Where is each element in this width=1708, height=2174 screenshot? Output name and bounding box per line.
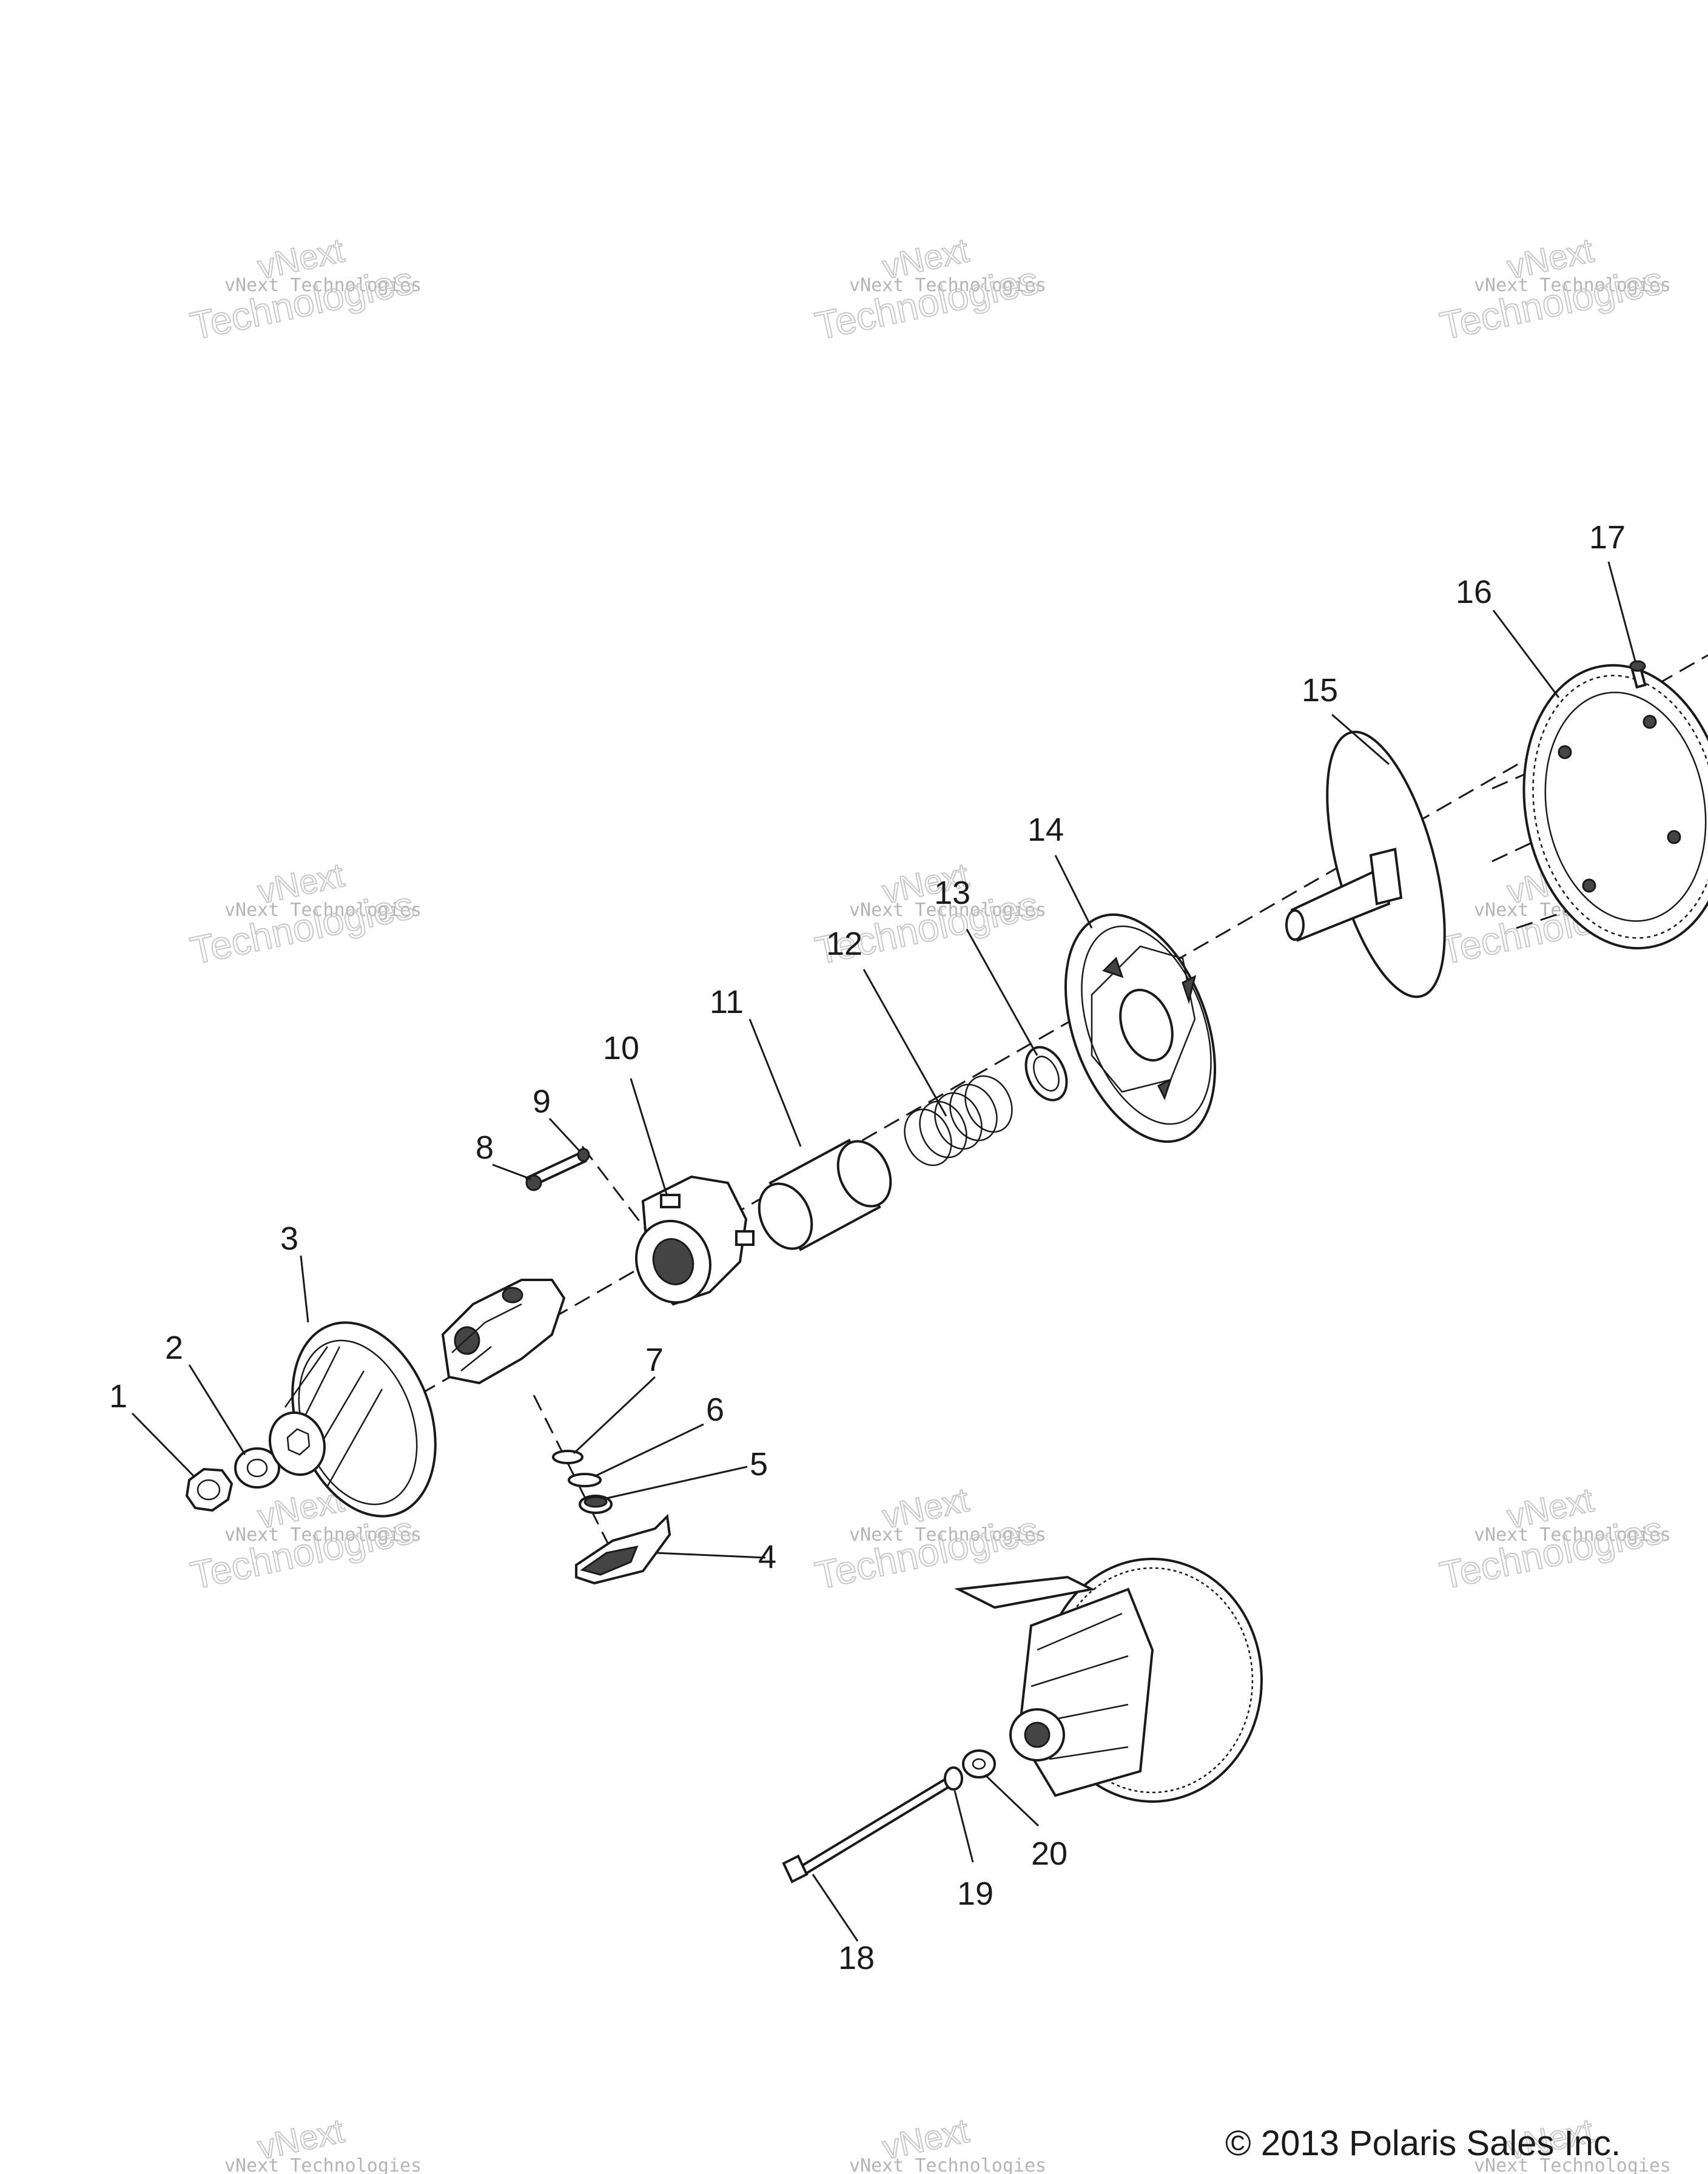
watermark: vNext vNext Technologies Technologies xyxy=(811,1479,1046,1598)
callout-10: 10 xyxy=(603,1030,639,1066)
svg-text:vNext Technologies: vNext Technologies xyxy=(1474,1524,1671,1546)
svg-text:vNext Technologies: vNext Technologies xyxy=(849,900,1046,921)
part-2-washer xyxy=(234,1447,280,1489)
callout-11: 11 xyxy=(710,984,744,1020)
part-10-hub xyxy=(635,1175,755,1306)
part-14-fixed-sheave xyxy=(1064,913,1217,1143)
assembled-clutch xyxy=(954,1558,1263,1803)
part-8-bolt xyxy=(525,1151,588,1191)
part-19-lock-washer xyxy=(944,1766,963,1791)
callout-16: 16 xyxy=(1456,574,1492,610)
callout-9: 9 xyxy=(533,1083,551,1120)
callout-labels: 1 2 3 4 5 6 7 8 9 10 11 12 13 14 15 16 1… xyxy=(109,519,1626,1976)
callout-5: 5 xyxy=(750,1446,768,1482)
spider-arm xyxy=(441,1279,566,1385)
watermark: vNext vNext Technologies xyxy=(1474,2110,1671,2174)
part-13-washer xyxy=(1024,1046,1068,1102)
part-5-bushing xyxy=(579,1495,613,1514)
callout-8: 8 xyxy=(476,1129,494,1166)
callout-4: 4 xyxy=(758,1539,776,1575)
part-1-nut xyxy=(185,1467,234,1512)
part-6-washer xyxy=(568,1473,602,1487)
svg-text:vNext Technologies: vNext Technologies xyxy=(224,2155,422,2174)
part-11-sleeve xyxy=(758,1139,892,1251)
callout-2: 2 xyxy=(165,1330,183,1366)
callout-7: 7 xyxy=(645,1342,664,1378)
callout-12: 12 xyxy=(826,926,862,962)
copyright-notice: © 2013 Polaris Sales Inc. xyxy=(1225,2124,1621,2163)
watermark: vNext vNext Technologies Technologies xyxy=(1436,230,1671,348)
callout-20: 20 xyxy=(1031,1836,1068,1872)
part-20-washer xyxy=(962,1749,996,1779)
callout-15: 15 xyxy=(1302,672,1338,708)
svg-text:vNext Technologies: vNext Technologies xyxy=(849,275,1046,296)
callout-1: 1 xyxy=(109,1378,127,1415)
watermarks: vNext vNext Technologies Technologies vN… xyxy=(186,230,1671,2174)
callout-19: 19 xyxy=(957,1876,994,1912)
part-7-ring xyxy=(552,1450,583,1464)
watermark: vNext vNext Technologies Technologies xyxy=(1436,1479,1671,1598)
watermark: vNext vNext Technologies xyxy=(849,2110,1046,2174)
part-4-cover xyxy=(575,1513,671,1585)
part-17-screw xyxy=(1629,660,1647,689)
svg-text:vNext Technologies: vNext Technologies xyxy=(849,1524,1046,1546)
leader-lines xyxy=(131,561,1636,1942)
callout-13: 13 xyxy=(934,875,970,911)
callout-14: 14 xyxy=(1027,812,1064,848)
stack-centerline xyxy=(533,1395,614,1553)
callout-3: 3 xyxy=(280,1220,298,1257)
callout-6: 6 xyxy=(706,1392,724,1428)
watermark: vNext vNext Technologies Technologies xyxy=(186,230,422,348)
svg-text:vNext Technologies: vNext Technologies xyxy=(224,1524,422,1546)
svg-text:vNext Technologies: vNext Technologies xyxy=(849,2155,1046,2174)
svg-text:vNext Technologies: vNext Technologies xyxy=(1474,2155,1671,2174)
watermark: vNext vNext Technologies xyxy=(224,2110,422,2174)
part-12-spring xyxy=(904,1075,1013,1166)
assembly-centerline xyxy=(375,654,1708,1421)
part-16-ring-gear xyxy=(1522,664,1708,950)
part-3-moveable-sheave xyxy=(268,1321,437,1518)
callout-17: 17 xyxy=(1589,519,1626,556)
watermark: vNext vNext Technologies Technologies xyxy=(811,230,1046,348)
watermark: vNext vNext Technologies Technologies xyxy=(186,855,422,973)
part-18-bolt xyxy=(782,1770,962,1883)
svg-text:vNext Technologies: vNext Technologies xyxy=(224,275,422,296)
svg-text:vNext Technologies: vNext Technologies xyxy=(224,900,422,921)
callout-18: 18 xyxy=(838,1940,875,1976)
part-9-nut xyxy=(577,1148,590,1162)
svg-text:vNext Technologies: vNext Technologies xyxy=(1474,275,1671,296)
part-15-post-shaft xyxy=(1285,730,1446,998)
